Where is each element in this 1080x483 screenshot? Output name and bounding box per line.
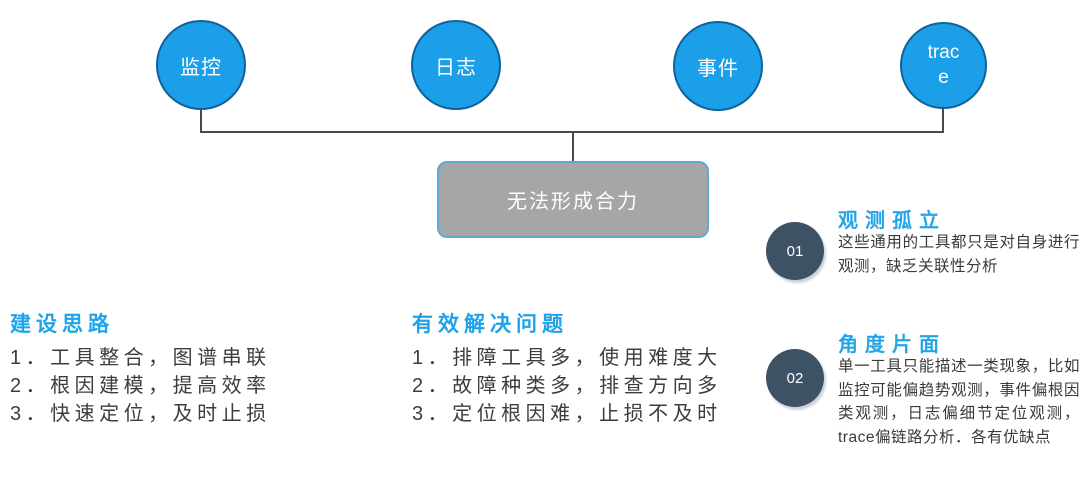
problem-block-title: 有效解决问题 [412, 313, 568, 336]
node-logs-label: 日志 [435, 56, 477, 79]
finding-01-body: 这些通用的工具都只是对自身进行观测，缺乏关联性分析 [838, 234, 1080, 275]
problem-item-3: 3．定位根因难，止损不及时 [412, 403, 722, 425]
finding-02-body: 单一工具只能描述一类现象，比如监控可能偏趋势观测，事件偏根因类观测，日志偏细节定… [838, 358, 1080, 446]
idea-item-3: 3．快速定位，及时止损 [10, 403, 271, 425]
connector-center-drop [572, 133, 574, 161]
node-events: 事件 [673, 21, 763, 111]
finding-02-badge: 02 [766, 349, 824, 407]
problem-block: 有效解决问题 1．排障工具多，使用难度大 2．故障种类多，排查方向多 3．定位根… [412, 308, 722, 428]
finding-01-number: 01 [786, 242, 804, 260]
connector-right-drop [942, 107, 944, 132]
node-logs: 日志 [411, 20, 501, 110]
result-box-label: 无法形成合力 [507, 191, 639, 213]
result-box: 无法形成合力 [437, 161, 709, 238]
finding-01-title: 观测孤立 [838, 210, 946, 232]
connector-left-drop [200, 109, 202, 132]
node-trace-label: trace [927, 41, 960, 88]
problem-item-1: 1．排障工具多，使用难度大 [412, 347, 722, 369]
idea-block: 建设思路 1．工具整合，图谱串联 2．根因建模，提高效率 3．快速定位，及时止损 [10, 308, 271, 428]
idea-item-2: 2．根因建模，提高效率 [10, 375, 271, 397]
finding-02-title: 角度片面 [838, 334, 946, 356]
node-trace: trace [900, 22, 987, 109]
node-monitoring: 监控 [156, 20, 246, 110]
node-monitoring-label: 监控 [180, 56, 222, 79]
finding-02-number: 02 [786, 369, 804, 387]
finding-01-badge: 01 [766, 222, 824, 280]
idea-block-title: 建设思路 [10, 313, 114, 336]
idea-item-1: 1．工具整合，图谱串联 [10, 347, 271, 369]
problem-item-2: 2．故障种类多，排查方向多 [412, 375, 722, 397]
connector-horizontal [200, 131, 944, 133]
node-events-label: 事件 [697, 57, 739, 80]
